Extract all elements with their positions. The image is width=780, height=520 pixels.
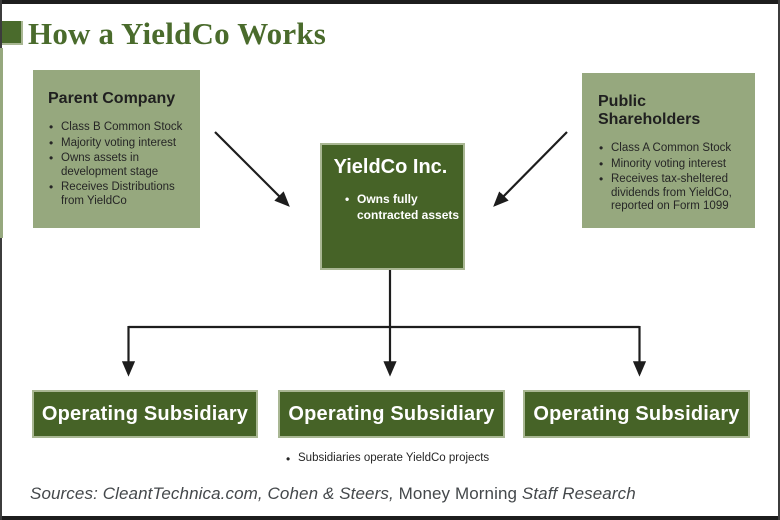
arrow-parent-to-yieldco [214, 131, 290, 207]
bullet-item: Class B Common Stock [48, 121, 192, 135]
bullet-item: Class A Common Stock [598, 142, 749, 156]
sources-brand: Money Morning [398, 484, 522, 503]
yieldco-bullet-list: Owns fully contracted assets [322, 192, 461, 223]
parent-company-heading: Parent Company [48, 90, 176, 107]
parent-company-box: Parent Company Class B Common Stock Majo… [33, 70, 200, 228]
yieldco-heading: YieldCo Inc. [333, 156, 448, 178]
frame-border-top [0, 0, 780, 4]
operating-subsidiary-box-1: Operating Subsidiary [32, 390, 258, 438]
bullet-item: Owns fully contracted assets [345, 192, 461, 223]
sources-suffix: Staff Research [521, 484, 636, 503]
sources-line: Sources: CleantTechnica.com, Cohen & Ste… [30, 484, 636, 504]
bullet-item: Minority voting interest [598, 158, 749, 172]
operating-subsidiary-label: Operating Subsidiary [288, 402, 495, 425]
bullet-item: Majority voting interest [48, 137, 192, 151]
public-shareholders-bullet-list: Class A Common Stock Minority voting int… [598, 142, 749, 214]
operating-subsidiary-box-2: Operating Subsidiary [278, 390, 505, 438]
bullet-item: Receives tax-sheltered dividends from Yi… [598, 173, 749, 214]
frame-border-left [0, 0, 2, 520]
subsidiary-note: Subsidiaries operate YieldCo projects [285, 452, 489, 466]
public-shareholders-box: Public Shareholders Class A Common Stock… [582, 73, 755, 228]
operating-subsidiary-label: Operating Subsidiary [533, 402, 740, 425]
yieldco-inc-box: YieldCo Inc. Owns fully contracted asset… [320, 143, 465, 270]
bullet-item: Owns assets in development stage [48, 152, 192, 179]
public-shareholders-heading: Public Shareholders [598, 93, 701, 128]
sources-prefix: Sources: CleantTechnica.com, Cohen & Ste… [30, 484, 399, 503]
left-edge-accent-strip [0, 48, 3, 238]
title-accent-square [2, 21, 23, 45]
arrow-shareholders-to-yieldco [493, 131, 568, 207]
parent-company-bullet-list: Class B Common Stock Majority voting int… [48, 121, 192, 208]
frame-border-right [778, 0, 780, 520]
page-title: How a YieldCo Works [28, 16, 327, 51]
operating-subsidiary-box-3: Operating Subsidiary [523, 390, 750, 438]
bullet-item: Receives Distributions from YieldCo [48, 181, 192, 208]
operating-subsidiary-label: Operating Subsidiary [41, 402, 249, 425]
frame-border-bottom [0, 516, 780, 520]
